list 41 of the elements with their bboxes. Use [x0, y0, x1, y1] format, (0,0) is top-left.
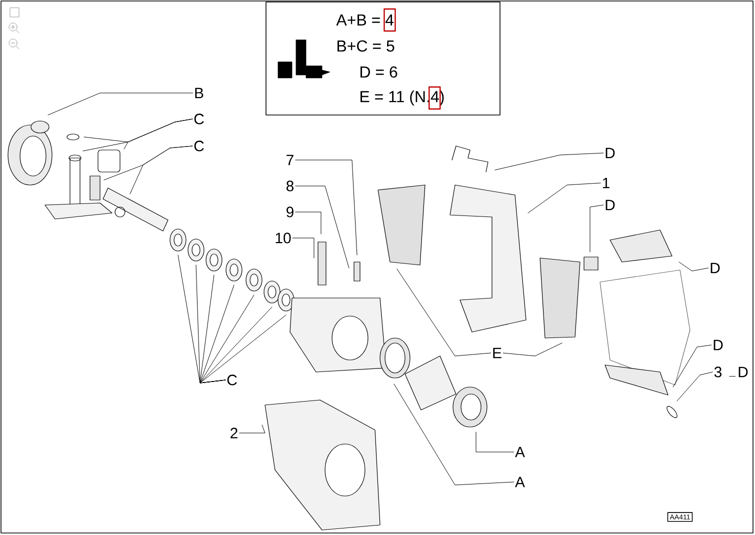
- callout-label: D: [714, 340, 723, 350]
- callout-label: C: [194, 140, 204, 152]
- callout-label: B: [195, 88, 204, 98]
- callout-label: 3: [714, 366, 722, 378]
- leader-line: [394, 384, 514, 486]
- leader-line: [678, 262, 709, 272]
- callout-label: 9: [286, 206, 294, 218]
- leader-line: [200, 314, 286, 384]
- callout-label: A: [515, 446, 525, 458]
- callout-label: E: [493, 348, 502, 358]
- leader-line: [200, 294, 254, 384]
- callout-label: 8: [286, 180, 294, 192]
- callout-label: C: [227, 374, 237, 386]
- leader-line: [590, 204, 604, 252]
- leader-line: [200, 306, 272, 384]
- callout-label: 2: [230, 428, 238, 438]
- leader-line: [124, 118, 193, 150]
- callout-label: 10: [276, 232, 291, 244]
- callout-label: C: [194, 114, 204, 124]
- leader-line: [676, 372, 713, 402]
- leader-line: [396, 268, 492, 356]
- leader-line: [502, 342, 562, 356]
- leader-line: [494, 152, 604, 170]
- leader-line: [295, 212, 322, 234]
- callout-label: 1: [602, 178, 610, 188]
- leader-line: [528, 182, 601, 214]
- leader-line: [48, 92, 194, 116]
- leader-line: [295, 186, 350, 268]
- leader-line: [476, 432, 514, 452]
- callout-label: D: [710, 262, 720, 274]
- callout-label: A: [515, 476, 525, 488]
- leader-line: [200, 284, 234, 384]
- callout-label: D: [606, 148, 615, 158]
- leader-line: [292, 238, 314, 258]
- leader-line: [239, 424, 266, 434]
- callout-label: 7: [286, 154, 294, 166]
- callout-label: D: [729, 366, 748, 378]
- leader-line: [130, 146, 193, 194]
- callout-label: D: [606, 200, 615, 210]
- leader-line: [295, 160, 358, 256]
- leader-line: [672, 344, 712, 388]
